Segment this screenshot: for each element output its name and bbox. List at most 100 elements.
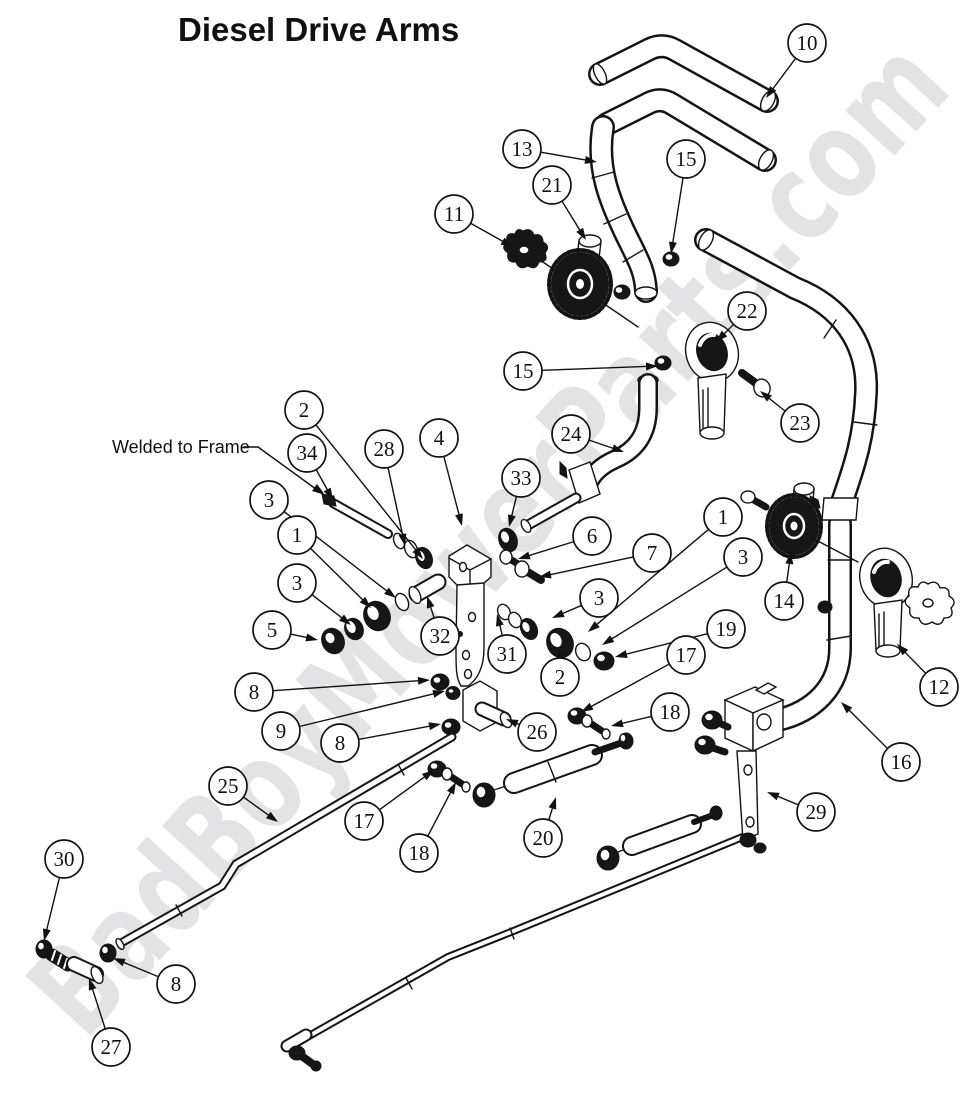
leader-arrowhead	[645, 362, 658, 371]
balloon-11: 11	[434, 194, 513, 247]
balloon-circle	[666, 635, 706, 675]
lower-link	[430, 673, 513, 736]
leader-line	[315, 469, 330, 493]
balloon-8: 8	[320, 722, 441, 763]
balloon-circle	[572, 516, 612, 556]
leader-arrowhead	[668, 241, 677, 254]
balloon-1: 1	[588, 497, 743, 632]
balloon-number: 14	[774, 589, 796, 613]
leader-line	[358, 724, 433, 741]
balloon-3: 3	[249, 480, 396, 598]
leader-line	[311, 594, 345, 621]
balloon-circle	[540, 657, 580, 697]
balloon-circle	[277, 563, 317, 603]
balloon-circle	[44, 839, 84, 879]
balloon-number: 2	[299, 398, 310, 422]
leader-line	[588, 663, 670, 709]
balloon-5: 5	[252, 610, 318, 650]
leader-line	[443, 456, 461, 518]
balloon-27: 27	[88, 978, 131, 1067]
balloon-circle	[666, 139, 706, 179]
balloon-16: 16	[841, 702, 921, 782]
leader-line	[561, 200, 582, 233]
leader-arrowhead	[760, 391, 772, 402]
balloon-14: 14	[764, 552, 804, 621]
balloon-circle	[503, 351, 543, 391]
leader-arrowhead	[576, 227, 586, 240]
balloon-22: 22	[716, 291, 767, 342]
leader-arrowhead	[581, 702, 594, 712]
balloon-number: 26	[527, 720, 548, 744]
balloon-circle	[252, 610, 292, 650]
leader-line	[387, 467, 404, 538]
leader-arrowhead	[398, 533, 407, 546]
gear-right	[740, 482, 859, 563]
balloon-number: 3	[738, 545, 749, 569]
leader-line	[526, 540, 575, 557]
balloon-number: 1	[718, 505, 729, 529]
center-bracket	[448, 544, 492, 687]
balloon-circle	[703, 497, 743, 537]
balloon-circle	[249, 480, 289, 520]
balloon-number: 2	[555, 665, 566, 689]
balloon-19: 19	[615, 609, 746, 658]
leader-line	[547, 556, 634, 576]
leader-arrowhead	[432, 689, 445, 698]
leader-arrowhead	[265, 811, 278, 822]
balloon-10: 10	[766, 23, 827, 98]
balloon-number: 18	[660, 700, 681, 724]
balloon-circle	[796, 792, 836, 832]
leader-line	[290, 633, 310, 639]
leader-arrowhead	[496, 614, 504, 627]
balloon-circle	[502, 129, 542, 169]
balloon-30: 30	[42, 839, 84, 941]
balloon-20: 20	[523, 797, 563, 858]
leader-line	[541, 365, 650, 371]
balloon-circle	[579, 578, 619, 618]
leader-arrowhead	[552, 609, 565, 618]
rod-end-lower	[859, 547, 913, 658]
balloon-32: 32	[420, 596, 460, 656]
leader-arrowhead	[507, 514, 516, 527]
left-drive-arm-tube	[589, 88, 777, 303]
balloon-number: 22	[737, 299, 758, 323]
drive-rod-lower	[280, 832, 749, 1072]
leader-line	[785, 560, 791, 583]
balloon-8: 8	[113, 958, 196, 1004]
leader-arrowhead	[766, 85, 777, 98]
leader-line	[427, 789, 453, 837]
balloon-1: 1	[277, 515, 371, 608]
balloon-circle	[551, 414, 591, 454]
balloon-circle	[632, 533, 672, 573]
balloon-34: 34	[287, 433, 333, 500]
leader-line	[91, 986, 106, 1030]
page-title: Diesel Drive Arms	[178, 11, 459, 48]
balloon-number: 15	[676, 147, 697, 171]
balloon-number: 8	[335, 731, 346, 755]
balloon-23: 23	[760, 391, 820, 443]
bolt-17-18-right	[567, 707, 611, 740]
pivot-block-29	[694, 682, 785, 854]
balloon-circle	[419, 418, 459, 458]
balloon-circle	[532, 165, 572, 205]
balloon-number: 28	[374, 437, 395, 461]
cross-tube-24	[520, 373, 659, 534]
damper-upper	[472, 732, 634, 808]
balloon-number: 15	[513, 359, 534, 383]
balloon-circle	[523, 818, 563, 858]
balloon-number: 8	[171, 972, 182, 996]
leader-line	[299, 692, 437, 728]
balloon-circle	[881, 742, 921, 782]
balloon-26: 26	[506, 712, 557, 752]
balloon-4: 4	[419, 418, 463, 526]
leader-arrowhead	[588, 621, 600, 632]
leader-arrowhead	[539, 570, 552, 579]
balloon-number: 32	[430, 624, 451, 648]
balloon-circle	[284, 390, 324, 430]
leader-arrowhead	[417, 676, 430, 685]
balloon-circle	[919, 667, 959, 707]
leader-line	[770, 57, 797, 92]
balloon-12: 12	[897, 644, 959, 707]
balloon-circle	[780, 403, 820, 443]
